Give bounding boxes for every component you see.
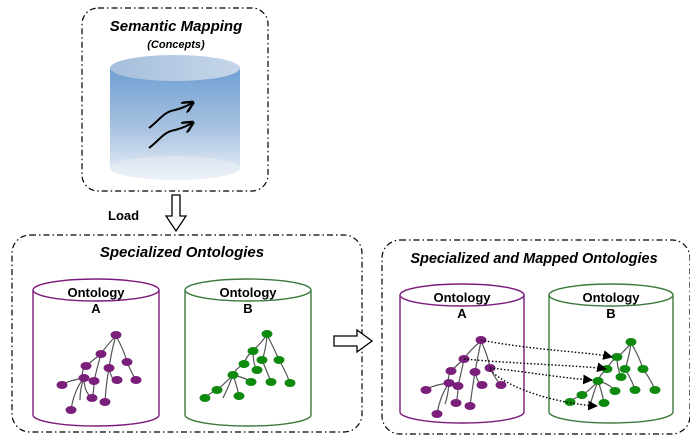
ontology-b-label-line1: Ontology [219,285,277,300]
ontology-a-label-line1: Ontology [67,285,125,300]
down-arrow-icon [164,194,188,233]
specialized-ontologies-title: Specialized Ontologies [100,244,264,261]
semantic-mapping-title: Semantic Mapping [110,18,243,35]
mapped-ontologies-title: Specialized and Mapped Ontologies [410,251,657,267]
semantic-mapping-panel: Semantic Mapping (Concepts) [81,7,269,192]
mapping-link-1 [480,339,613,360]
mapped-ontology-a-label-line1: Ontology [433,290,491,305]
load-label: Load [108,208,139,223]
right-arrow-icon [333,328,374,354]
mapped-ontology-b-label-line1: Ontology [582,290,640,305]
mapped-ontology-a-label-line2: A [457,306,467,321]
double-curved-arrows-icon [148,103,192,149]
mapping-link-4 [489,369,598,411]
ontology-a-label-line2: A [91,301,101,316]
semantic-mapping-subtitle: (Concepts) [147,39,205,51]
ontology-b-nodes [199,330,296,402]
ontology-b-label-line2: B [243,301,252,316]
mapping-links [463,339,613,411]
ontology-a-nodes [56,331,142,414]
mapped-ontology-b-label-line2: B [606,306,615,321]
specialized-ontologies-panel: Specialized Ontologies Ontology A [11,234,363,433]
mapped-ontologies-panel: Specialized and Mapped Ontologies Ontolo… [381,239,690,435]
database-icon [110,55,240,180]
